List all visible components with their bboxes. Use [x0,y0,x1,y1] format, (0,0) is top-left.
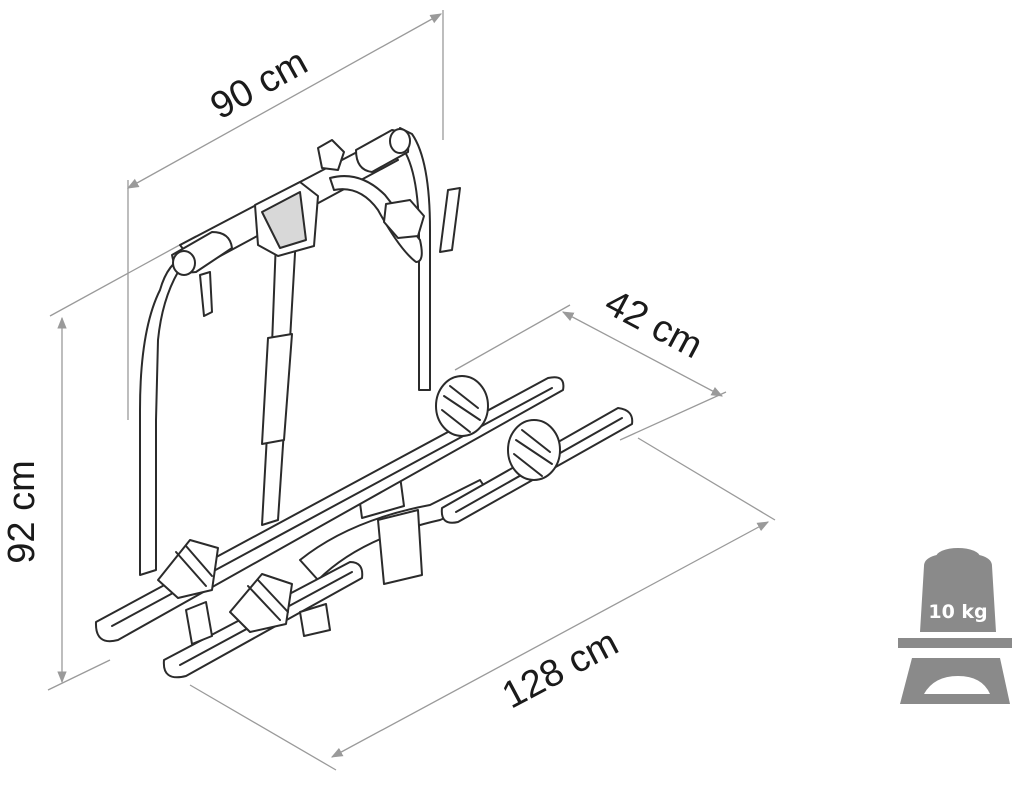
length-dimension-line [330,521,770,758]
width-dimension-line [126,13,443,189]
wheel-holder-front-left [157,539,219,599]
length-label: 128 cm [495,622,625,718]
depth-extension-top [454,304,571,371]
frame-clamp-right [383,199,425,239]
rail-clamp-lower [185,601,213,645]
frame-strap-left [199,271,213,317]
length-extension-right [637,437,776,521]
frame-strap-right [439,187,461,253]
height-extension-top [49,235,197,317]
weight-block-icon [920,553,996,632]
center-upright-sleeve [261,333,293,445]
depth-extension-bottom [619,391,727,441]
frame-tube-left [139,255,187,576]
tow-mount-box [377,509,423,585]
height-extension-bottom [47,659,111,691]
center-clamp-face [261,191,307,249]
rail-clamp-mid [299,603,331,637]
dimension-lines [47,10,776,771]
depth-label: 42 cm [598,282,709,368]
weight-scale-icon: 10 kg [898,548,1012,704]
depth-dimension-line [561,311,724,397]
weight-knob-icon [936,548,980,566]
length-extension-left [189,684,337,771]
weight-label: 10 kg [928,601,987,623]
bike-carrier [94,127,634,679]
height-label: 92 cm [1,460,43,563]
bent-support-arm [329,175,423,263]
grip-left-end [172,250,196,276]
scale-platform-icon [898,638,1012,648]
lock-knob-top [317,139,345,171]
wheel-holder-front-right [229,573,293,633]
wheel-holder-back-left [435,375,489,437]
wheel-holder-back-right [507,419,561,481]
grip-right-end [389,128,411,154]
scale-window-icon [924,676,990,694]
